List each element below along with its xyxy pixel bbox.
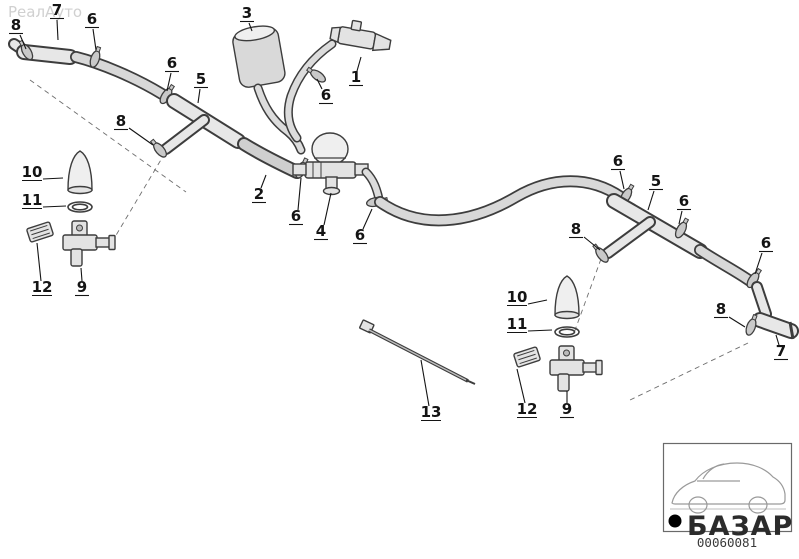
part-number-label: 2 bbox=[254, 185, 264, 203]
part-callout: 3 bbox=[240, 4, 254, 32]
assembly-top-left bbox=[8, 38, 311, 181]
part-callout: 6 bbox=[754, 234, 773, 275]
part-number-label: 5 bbox=[651, 172, 661, 190]
part-number-label: 6 bbox=[679, 192, 689, 210]
part-number-label: 7 bbox=[776, 342, 786, 360]
part-3-sleeve bbox=[232, 25, 306, 155]
part-number-label: 6 bbox=[291, 207, 301, 225]
part-callout: 5 bbox=[194, 70, 208, 104]
part-callout: 8 bbox=[714, 300, 746, 328]
part-number-label: 6 bbox=[761, 234, 771, 252]
part-number-label: 6 bbox=[87, 10, 97, 28]
part-callout: 5 bbox=[647, 172, 663, 211]
part-number-label: 11 bbox=[507, 315, 528, 333]
seller-watermark: РеалАуто bbox=[8, 3, 82, 21]
part-number-label: 12 bbox=[32, 278, 53, 296]
part-callout: 6 bbox=[611, 152, 625, 190]
part-callout: 7 bbox=[50, 1, 64, 41]
part-number-label: 4 bbox=[316, 222, 326, 240]
part-number-label: 8 bbox=[571, 220, 581, 238]
part-callout: 11 bbox=[22, 191, 67, 210]
part-callout: 8 bbox=[114, 112, 154, 146]
part-callout: 4 bbox=[314, 192, 332, 241]
diagram-number: 00060081 bbox=[697, 535, 757, 550]
part-number-label: 9 bbox=[77, 278, 87, 296]
part-callout: 6 bbox=[353, 208, 373, 245]
callouts: 8 7 6 3 6 5 6 1 bbox=[9, 1, 788, 422]
part-callout: 6 bbox=[316, 78, 333, 105]
part-number-label: 8 bbox=[716, 300, 726, 318]
assembly-right bbox=[590, 182, 799, 340]
part-number-label: 9 bbox=[562, 400, 572, 418]
part-callout: 8 bbox=[9, 16, 27, 50]
part-callout: 10 bbox=[22, 163, 64, 182]
part-number-label: 10 bbox=[22, 163, 43, 181]
part-number-label: 13 bbox=[421, 403, 442, 421]
part-number-label: 6 bbox=[167, 54, 177, 72]
hose-clamp bbox=[304, 64, 329, 85]
part-1-washer-jet bbox=[283, 19, 392, 143]
part-number-label: 10 bbox=[507, 288, 528, 306]
part-number-label: 1 bbox=[351, 68, 361, 86]
part-callout: 10 bbox=[507, 288, 548, 307]
part-number-label: 8 bbox=[116, 112, 126, 130]
part-callout: 12 bbox=[32, 242, 53, 297]
part-callout: 6 bbox=[85, 10, 99, 51]
part-number-label: 11 bbox=[22, 191, 43, 209]
part-callout: 9 bbox=[560, 391, 574, 419]
part-callout: 11 bbox=[507, 315, 553, 334]
part-number-label: 8 bbox=[11, 16, 21, 34]
vehicle-thumbnail-box: БАЗАР bbox=[662, 442, 793, 542]
main-hose bbox=[374, 175, 627, 227]
part-callout: 6 bbox=[165, 54, 179, 92]
part-number-label: 12 bbox=[517, 400, 538, 418]
part-number-label: 6 bbox=[321, 86, 331, 104]
part-callout: 1 bbox=[349, 56, 363, 87]
car-silhouette bbox=[670, 462, 786, 514]
part-callout: 6 bbox=[677, 192, 691, 225]
part-number-label: 7 bbox=[52, 1, 62, 19]
part-number-label: 3 bbox=[242, 4, 252, 22]
part-callout: 13 bbox=[420, 359, 442, 422]
part-13-cable-strap bbox=[359, 319, 476, 385]
part-callout: 12 bbox=[516, 368, 538, 419]
assembly-guide-lines bbox=[29, 79, 749, 402]
marketplace-watermark: БАЗАР bbox=[687, 511, 793, 542]
part-callout: 9 bbox=[75, 267, 89, 297]
part-number-label: 6 bbox=[613, 152, 623, 170]
part-callout: 8 bbox=[569, 220, 601, 251]
part-number-label: 6 bbox=[355, 226, 365, 244]
part-number-label: 5 bbox=[196, 70, 206, 88]
part-4-check-valve bbox=[292, 132, 389, 209]
marketplace-dot-icon bbox=[668, 514, 682, 528]
part-callout: 7 bbox=[774, 334, 788, 361]
part-callout: 6 bbox=[289, 177, 303, 226]
part-callout: 2 bbox=[252, 174, 267, 204]
